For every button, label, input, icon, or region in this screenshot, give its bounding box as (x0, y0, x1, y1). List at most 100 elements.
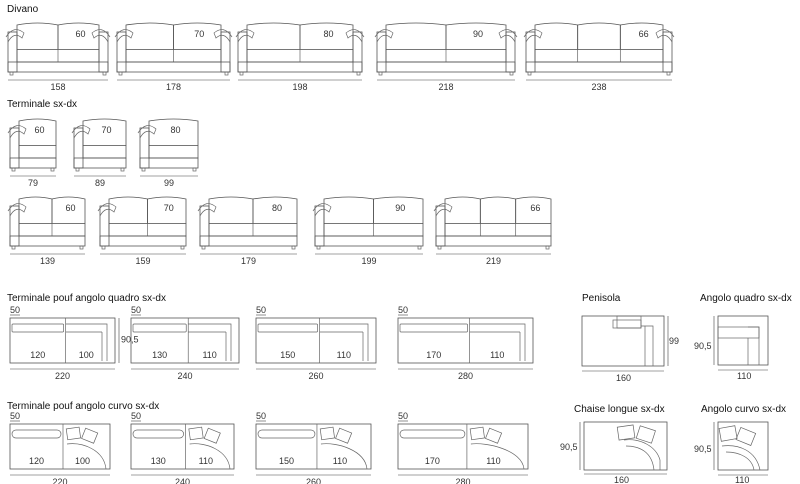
foot (527, 71, 532, 76)
penisola-depth: 99 (669, 336, 679, 346)
seat-cushion (534, 49, 664, 63)
right-pillow (498, 29, 518, 43)
back-cushion (16, 22, 59, 50)
left-pillow (235, 29, 255, 43)
module-a-label: 130 (152, 350, 167, 360)
module-b-label: 100 (79, 350, 94, 360)
width-label: 159 (135, 256, 150, 266)
back-cushion (479, 196, 517, 224)
left-arm (9, 205, 20, 247)
left-arm (199, 205, 210, 247)
angolo-quadro-depth: 90,5 (694, 341, 712, 351)
sofa-base (116, 61, 231, 73)
module-b-label: 110 (202, 350, 216, 360)
foot (9, 71, 14, 76)
sofa-base (7, 61, 109, 73)
foot (102, 71, 107, 76)
foot (141, 167, 146, 172)
left-pillow (312, 203, 332, 217)
total-label: 280 (458, 371, 473, 381)
section-title-chaise: Chaise longue sx-dx (574, 404, 665, 415)
back-cushion (577, 22, 621, 50)
width-label: 79 (28, 178, 38, 188)
foot (79, 245, 84, 250)
depth-label: 80 (324, 29, 334, 39)
module-b-label: 110 (333, 456, 347, 466)
module-b-label: 100 (75, 456, 90, 466)
curved-back (66, 443, 107, 470)
back-cushion (18, 118, 57, 146)
section-title-angolo-curvo: Angolo curvo sx-dx (701, 404, 786, 415)
right-pillow (655, 29, 675, 43)
sofa-base (9, 235, 86, 247)
foot (180, 245, 185, 250)
seat-cushion (444, 223, 552, 237)
back-cushion (57, 22, 100, 50)
pillow (319, 426, 335, 441)
curved-back (470, 443, 525, 470)
module-a-label: 150 (279, 456, 294, 466)
left-pillow (197, 203, 217, 217)
left-arm (7, 31, 18, 73)
foot (666, 71, 671, 76)
pillow (188, 426, 204, 441)
corner-back (319, 323, 369, 361)
backrest (257, 429, 316, 439)
right-arm (98, 31, 109, 73)
left-pillow (7, 125, 27, 139)
right-arm (505, 31, 516, 73)
left-pillow (114, 29, 134, 43)
section-title-terminale: Terminale sx-dx (7, 99, 77, 110)
right-pillow (91, 29, 111, 43)
left-pillow (7, 203, 27, 217)
curved-back (320, 443, 368, 470)
backrest (399, 429, 466, 439)
back-cushion (82, 118, 127, 146)
foot (50, 167, 55, 172)
left-pillow (5, 29, 25, 43)
fifty-label: 50 (398, 305, 408, 315)
width-label: 99 (164, 178, 174, 188)
width-label: 178 (166, 82, 181, 92)
angolo-curvo-plan: 110 90,5 (694, 421, 769, 484)
sofa-base (73, 157, 127, 169)
left-arm (116, 31, 127, 73)
sofa-base (376, 61, 516, 73)
back-cushion (445, 22, 507, 50)
section-title-divano: Divano (7, 4, 39, 15)
foot (75, 167, 80, 172)
plan-outline (397, 317, 534, 364)
plan-outline (255, 423, 372, 470)
depth-label: 60 (35, 125, 45, 135)
sofa-base (99, 235, 187, 247)
total-label: 260 (306, 477, 321, 484)
depth-label: 90 (473, 29, 483, 39)
backrest (257, 323, 318, 333)
depth-label: 60 (66, 203, 76, 213)
right-pillow (213, 29, 233, 43)
module-b-label: 110 (337, 350, 351, 360)
module-a-label: 150 (280, 350, 295, 360)
depth-label: 66 (530, 203, 540, 213)
backrest (399, 323, 468, 333)
backrest (132, 323, 187, 333)
angolo-curvo-width: 110 (735, 475, 749, 484)
back-cushion (173, 22, 222, 50)
back-cushion (246, 22, 301, 50)
depth-label: 60 (76, 29, 86, 39)
pillow (203, 427, 221, 444)
penisola-width: 160 (616, 373, 631, 383)
module-b-label: 110 (199, 456, 213, 466)
chaise-plan: 160 90,5 (560, 421, 668, 484)
total-label: 240 (175, 477, 190, 484)
penisola-plan: 160 99 (581, 315, 679, 383)
